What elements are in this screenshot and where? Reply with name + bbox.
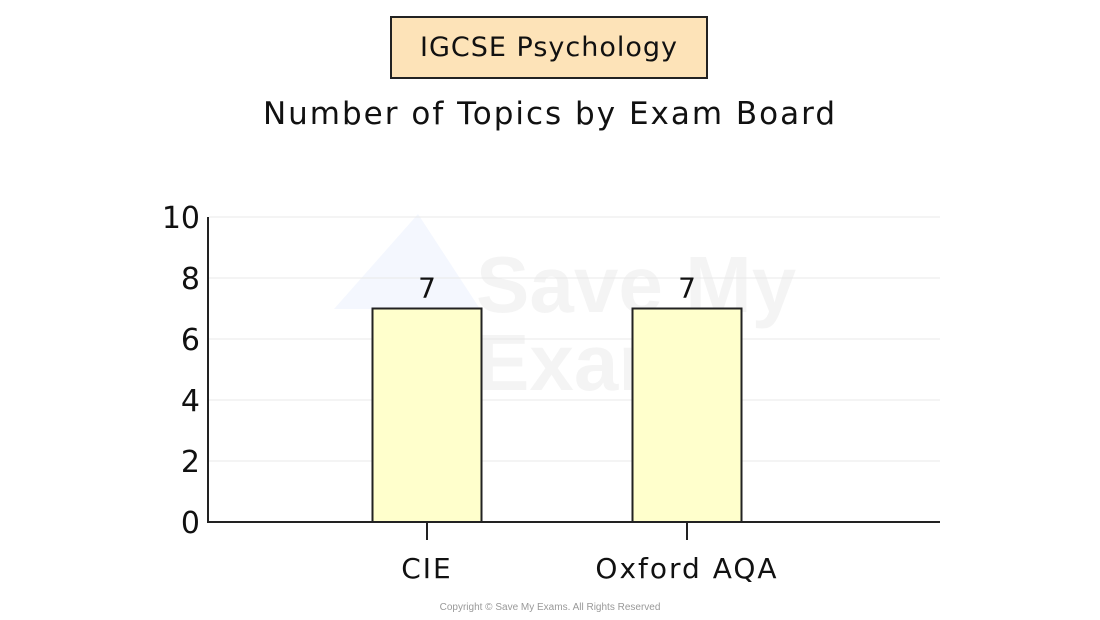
bar-value-label: 7 <box>678 272 696 305</box>
y-tick-label: 2 <box>181 445 200 480</box>
y-tick-label: 0 <box>181 506 200 541</box>
gridlines <box>209 216 940 462</box>
y-axis-ticks: 0 2 4 6 8 10 <box>162 201 200 541</box>
chart-title: Number of Topics by Exam Board <box>262 96 838 132</box>
bar-cie <box>371 307 483 523</box>
bar-value-label: 7 <box>418 272 436 305</box>
subject-badge: IGCSE Psychology <box>390 16 708 79</box>
y-tick-label: 8 <box>181 262 200 297</box>
bar-oxford-aqa <box>631 307 743 523</box>
copyright-notice: Copyright © Save My Exams. All Rights Re… <box>439 602 661 613</box>
x-category-label: CIE <box>401 552 453 585</box>
subject-badge-label: IGCSE Psychology <box>420 32 678 63</box>
y-tick-label: 4 <box>181 384 200 419</box>
x-category-label: Oxford AQA <box>595 552 778 585</box>
y-tick-label: 6 <box>181 323 200 358</box>
y-tick-label: 10 <box>162 201 200 236</box>
x-axis-categories: CIE Oxford AQA <box>401 523 778 585</box>
